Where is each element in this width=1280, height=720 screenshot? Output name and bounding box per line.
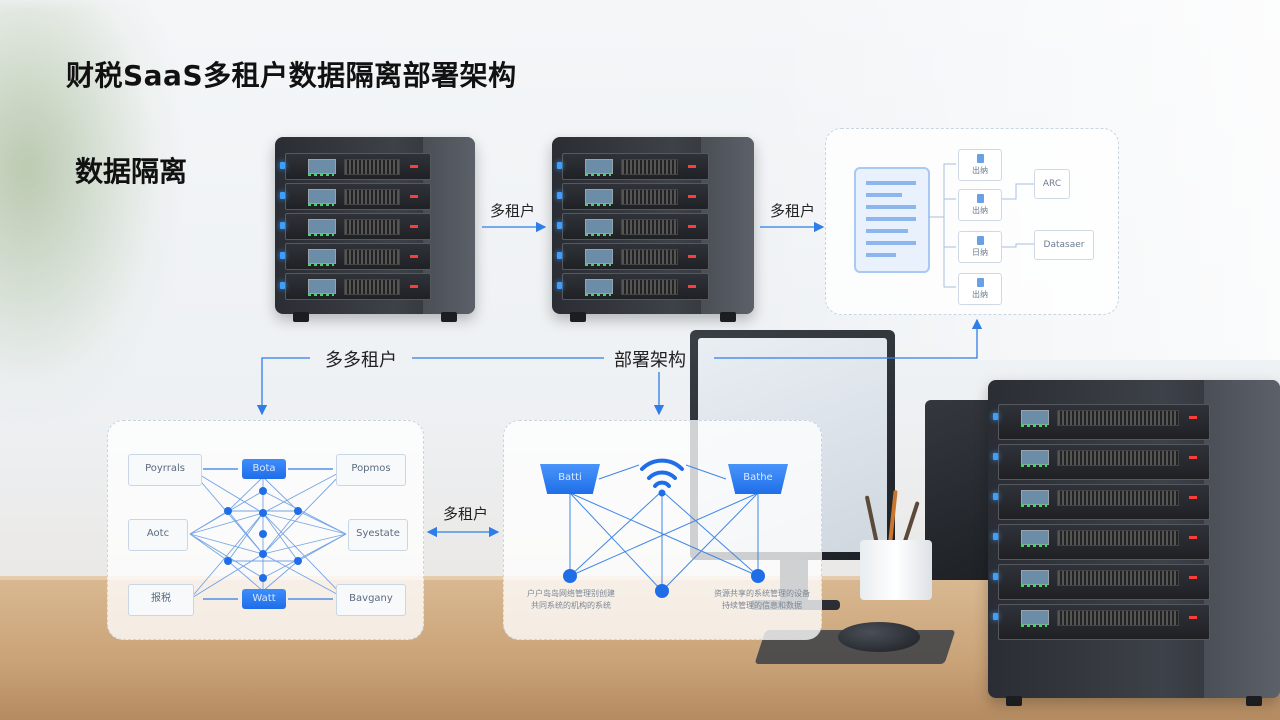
server-unit xyxy=(557,243,710,270)
mesh-right-box-3: Bavgany xyxy=(336,584,406,616)
computer-mouse xyxy=(838,622,920,652)
top-diagram-label-datasaer: Datasaer xyxy=(1034,230,1094,260)
line-left-connector xyxy=(256,357,310,416)
network-right-node: Bathe xyxy=(728,464,788,494)
server-unit xyxy=(993,604,1211,640)
server-foot xyxy=(1006,696,1022,706)
document-icon xyxy=(854,167,930,273)
server-foot xyxy=(570,312,586,322)
network-caption-right: 资源共享的系统管理的设备 持续管理的信息和数据 xyxy=(714,589,810,610)
line-middle-right xyxy=(714,318,983,359)
mesh-right-box-2: Syestate xyxy=(348,519,408,551)
server-side-panel xyxy=(423,137,475,314)
server-unit xyxy=(557,183,710,210)
top-diagram-box-1: 出纳 xyxy=(958,149,1002,181)
label-middle-connector: 部署架构 xyxy=(614,350,686,371)
server-unit xyxy=(993,484,1211,520)
section-title: 数据隔离 xyxy=(75,155,188,188)
mesh-diagram-panel: Poyrrals Aotc 报税 Bota Watt Popmos Syesta… xyxy=(107,420,424,640)
network-left-node: Batti xyxy=(540,464,600,494)
server-unit xyxy=(280,273,431,300)
mesh-left-box-3: 报税 xyxy=(128,584,194,616)
network-lines xyxy=(563,458,765,598)
mesh-left-box-2: Aotc xyxy=(128,519,188,551)
background-plant xyxy=(0,0,180,420)
server-foot xyxy=(1246,696,1262,706)
server-unit xyxy=(557,273,710,300)
server-rack-1 xyxy=(275,137,475,322)
server-unit xyxy=(993,404,1211,440)
label-server2-diagram: 多租户 xyxy=(770,202,816,220)
server-unit xyxy=(280,153,431,180)
server-foot xyxy=(441,312,457,322)
server-unit xyxy=(280,183,431,210)
label-server1-server2: 多租户 xyxy=(490,202,536,220)
label-left-connector: 多多租户 xyxy=(325,350,397,371)
server-unit xyxy=(993,524,1211,560)
page-title: 财税SaaS多租户数据隔离部署架构 xyxy=(66,59,517,92)
top-diagram-box-4: 出纳 xyxy=(958,273,1002,305)
network-diagram-panel: Batti Bathe 户户岛岛网络管理别创建 共同系统的机构的系统 资源共享的… xyxy=(503,420,822,640)
mesh-center-top-node: Bota xyxy=(242,459,286,479)
top-diagram-box-3: 日纳 xyxy=(958,231,1002,263)
mesh-lines xyxy=(189,468,347,600)
server-rack-3 xyxy=(988,380,1280,706)
server-foot xyxy=(720,312,736,322)
wifi-icon xyxy=(640,458,684,488)
server-unit xyxy=(557,213,710,240)
server-rack-2 xyxy=(552,137,754,322)
mesh-center-bottom-node: Watt xyxy=(242,589,286,609)
server-unit xyxy=(993,564,1211,600)
server-unit xyxy=(280,213,431,240)
server-side-panel xyxy=(701,137,754,314)
top-diagram-label-arc: ARC xyxy=(1034,169,1070,199)
server-foot xyxy=(293,312,309,322)
label-bottom-connector: 多租户 xyxy=(443,505,489,523)
server-unit xyxy=(993,444,1211,480)
server-unit xyxy=(557,153,710,180)
mesh-right-box-1: Popmos xyxy=(336,454,406,486)
pen-holder xyxy=(860,540,932,600)
server-unit xyxy=(280,243,431,270)
server-side-panel xyxy=(1204,380,1280,698)
network-caption-left: 户户岛岛网络管理别创建 共同系统的机构的系统 xyxy=(527,589,615,610)
top-diagram-box-2: 出纳 xyxy=(958,189,1002,221)
mesh-left-box-1: Poyrrals xyxy=(128,454,202,486)
top-diagram-lines xyxy=(928,163,1034,288)
top-diagram-panel: 出纳 出纳 日纳 出纳 ARC Datasaer xyxy=(825,128,1119,315)
